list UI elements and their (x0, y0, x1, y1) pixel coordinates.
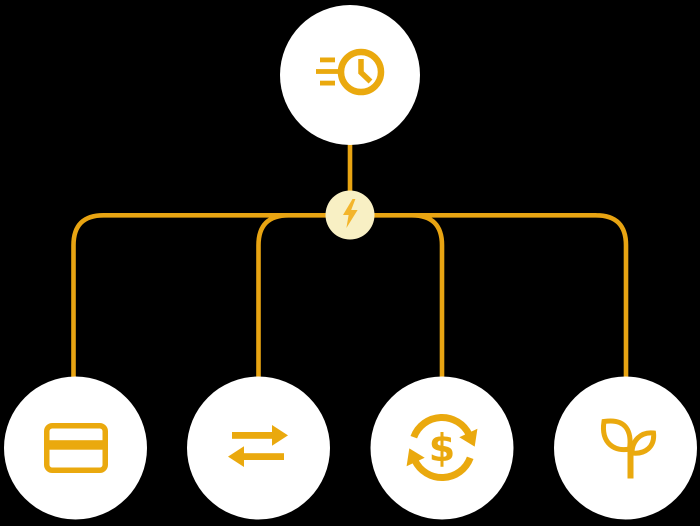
fast-clock-icon (316, 48, 385, 96)
hub-node (325, 190, 375, 240)
money-cycle-icon: $ (406, 413, 478, 482)
connector-tree (71, 141, 629, 378)
connector-lines (71, 141, 629, 378)
lightning-bolt-icon (343, 199, 358, 228)
dollar-sign-glyph: $ (429, 426, 455, 470)
leaf-node-sprout (554, 376, 697, 520)
leaf-node-credit-card (4, 376, 147, 520)
root-node-circle (280, 5, 420, 145)
leaf-circle (370, 376, 514, 520)
root-node (280, 5, 420, 145)
leaf-node-money-cycle: $ (370, 376, 514, 520)
transfer-arrows-icon (228, 425, 288, 467)
leaf-node-transfers (187, 376, 330, 520)
leaf-circle (187, 376, 330, 520)
sprout-icon (601, 418, 657, 479)
credit-card-icon (44, 423, 108, 473)
